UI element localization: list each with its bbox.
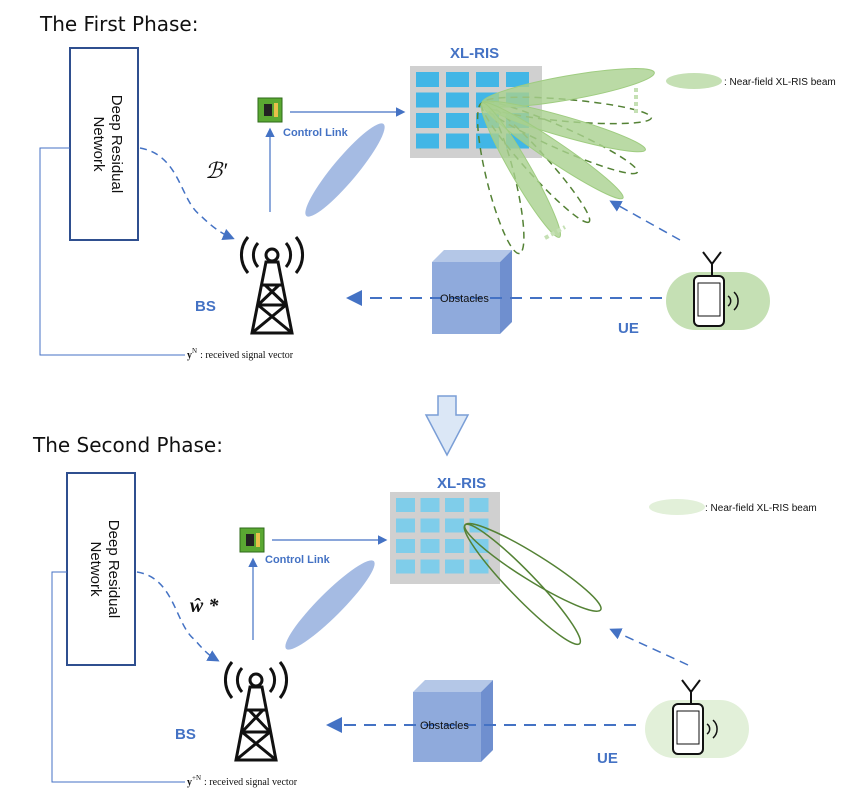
legend-beam-swatch [649,499,705,515]
bs-beam [305,123,385,217]
ue-label: UE [618,320,639,337]
legend-beam-swatch [666,73,722,89]
ris-element [445,559,464,574]
phase-1: The First Phase: Deep Residual Network ℬ… [39,12,836,361]
obstacles-label: Obstacles [440,293,489,305]
ris-element [506,72,529,87]
dashed-arrow-network-to-bs [136,571,220,662]
ris-element [476,72,499,87]
ris-element [420,539,440,553]
xl-ris-label: XL-RIS [450,45,499,62]
ris-element [420,559,440,574]
network-label-line2: Network [90,116,107,172]
xl-ris-panel [390,492,500,584]
control-link-label: Control Link [283,127,349,139]
near-field-beams [476,68,655,255]
ris-element [469,498,489,512]
bs-tower-icon [240,236,304,335]
phase-title: The First Phase: [39,12,198,36]
received-signal-label: yN: received signal vector [187,347,294,361]
ris-element [416,72,439,87]
ris-element [396,559,415,574]
ris-element [396,518,415,533]
obstacles-label: Obstacles [420,720,469,732]
ue-device-icon [645,679,749,758]
beamformer-symbol: ŵ * [189,595,219,617]
received-signal-label: y+N: received signal vector [187,774,298,788]
legend-text: : Near-field XL-RIS beam [705,503,817,514]
obstacle-cube [413,680,493,762]
bs-label: BS [175,726,196,743]
ris-element [420,498,440,512]
dashed-arrow-ue-to-ris [609,628,689,666]
ris-element [445,539,464,553]
ris-element [396,539,415,553]
ris-element [469,539,489,553]
xl-ris-label: XL-RIS [437,475,486,492]
ris-element [416,92,439,108]
ris-element [416,113,439,128]
bs-beam [285,560,375,650]
network-label-line2: Network [87,541,104,597]
beam-lobe [463,523,582,646]
legend-text: : Near-field XL-RIS beam [724,77,836,88]
feedback-line [51,571,185,783]
feedback-line [39,147,185,356]
dashed-arrow-network-to-bs [139,147,235,240]
ris-element [446,133,469,149]
dashed-arrow-ue-to-ris [609,200,681,241]
ue-device-icon [666,251,770,330]
ris-element [446,92,469,108]
deep-residual-network-box [66,472,136,666]
codebook-symbol: ℬ′ [205,158,228,183]
near-field-beams [463,522,602,646]
beam-lobe [480,102,561,238]
phase-2: The Second Phase: Deep Residual Network … [32,433,817,788]
ue-label: UE [597,750,618,767]
ris-element [445,498,464,512]
ris-element [396,498,415,512]
obstacle-cube [432,250,512,334]
ris-element [469,559,489,574]
deep-residual-network-box [69,47,139,241]
network-label-line1: Deep Residual [108,95,125,193]
ris-element [446,113,469,128]
ris-element [446,72,469,87]
controller-chip-icon [239,527,265,553]
phase-transition-arrow-icon [424,395,470,457]
phase-title: The Second Phase: [32,433,223,457]
bs-label: BS [195,298,216,315]
control-link-label: Control Link [265,554,331,566]
ris-element [445,518,464,533]
controller-chip-icon [257,97,283,123]
ris-element [416,133,439,149]
bs-tower-icon [224,661,288,762]
network-label-line1: Deep Residual [105,520,122,618]
beam-indicator [544,225,566,240]
ris-element [420,518,440,533]
